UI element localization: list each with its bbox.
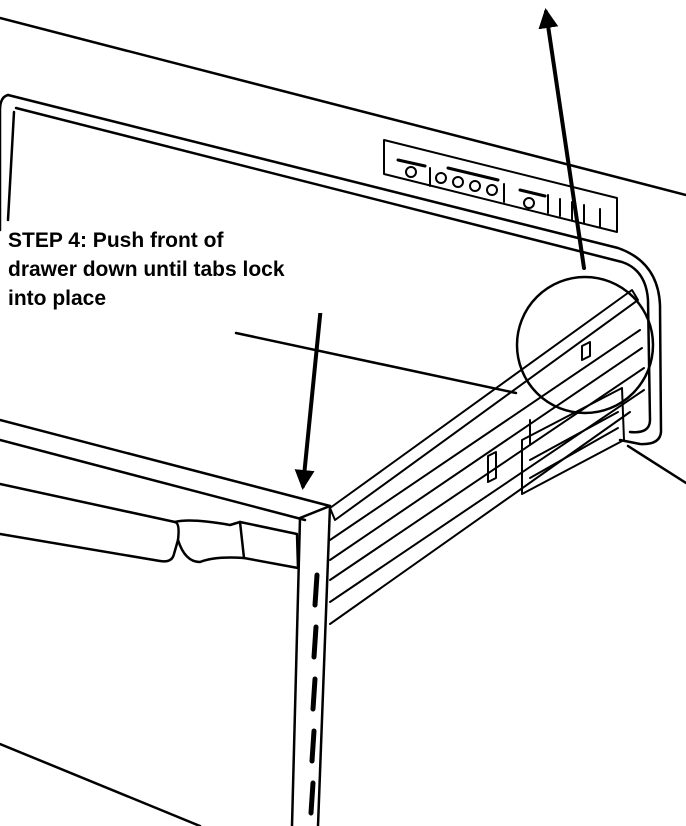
rail-line: [329, 389, 645, 603]
door-inner-left-edge: [6, 110, 16, 222]
oven-door-inner-frame: [14, 106, 652, 434]
rail-tab: [487, 451, 497, 483]
drawer-slide-rail: [329, 289, 639, 521]
rail-line: [329, 347, 643, 561]
slide-bracket: [521, 387, 625, 495]
control-knob-icon: [523, 197, 535, 209]
drawer-front-side: [298, 504, 332, 826]
control-knob-icon: [486, 184, 498, 196]
drawer-handle-mount: [173, 519, 300, 570]
rail-line: [329, 329, 641, 541]
control-knob-icon: [435, 172, 447, 184]
door-left-edge: [0, 93, 10, 232]
push-down-arrow: [294, 294, 324, 490]
rail-line: [329, 411, 631, 625]
range-body: [0, 16, 686, 485]
step-instruction: STEP 4: Push front of drawer down until …: [8, 226, 388, 313]
drawer-front-left-edge: [290, 516, 302, 826]
control-knob-icon: [452, 176, 464, 188]
lock-tab: [581, 341, 591, 361]
range-bottom-edge: [626, 444, 686, 485]
control-panel: [383, 139, 618, 233]
front-slot: [309, 728, 317, 764]
control-panel-plate: [383, 139, 618, 233]
oven-door-outer-frame: [6, 93, 663, 446]
front-slot: [310, 676, 318, 712]
front-slot: [312, 572, 320, 608]
drawer-rails: [329, 289, 645, 625]
drawer-handle: [0, 482, 180, 563]
door-glass-edge: [234, 331, 518, 395]
control-knob-icon: [405, 166, 417, 178]
drawer-top-inner-edge: [0, 438, 307, 522]
range-top-edge: [0, 16, 686, 197]
control-knob-icon: [469, 180, 481, 192]
drawer-bottom-edge: [0, 742, 202, 826]
drawer-top-edge: [0, 418, 332, 508]
front-slot: [311, 624, 319, 660]
detail-circle: [515, 275, 655, 415]
lift-arrow: [538, 8, 586, 270]
drawer: [0, 418, 332, 826]
front-slot: [308, 780, 316, 816]
